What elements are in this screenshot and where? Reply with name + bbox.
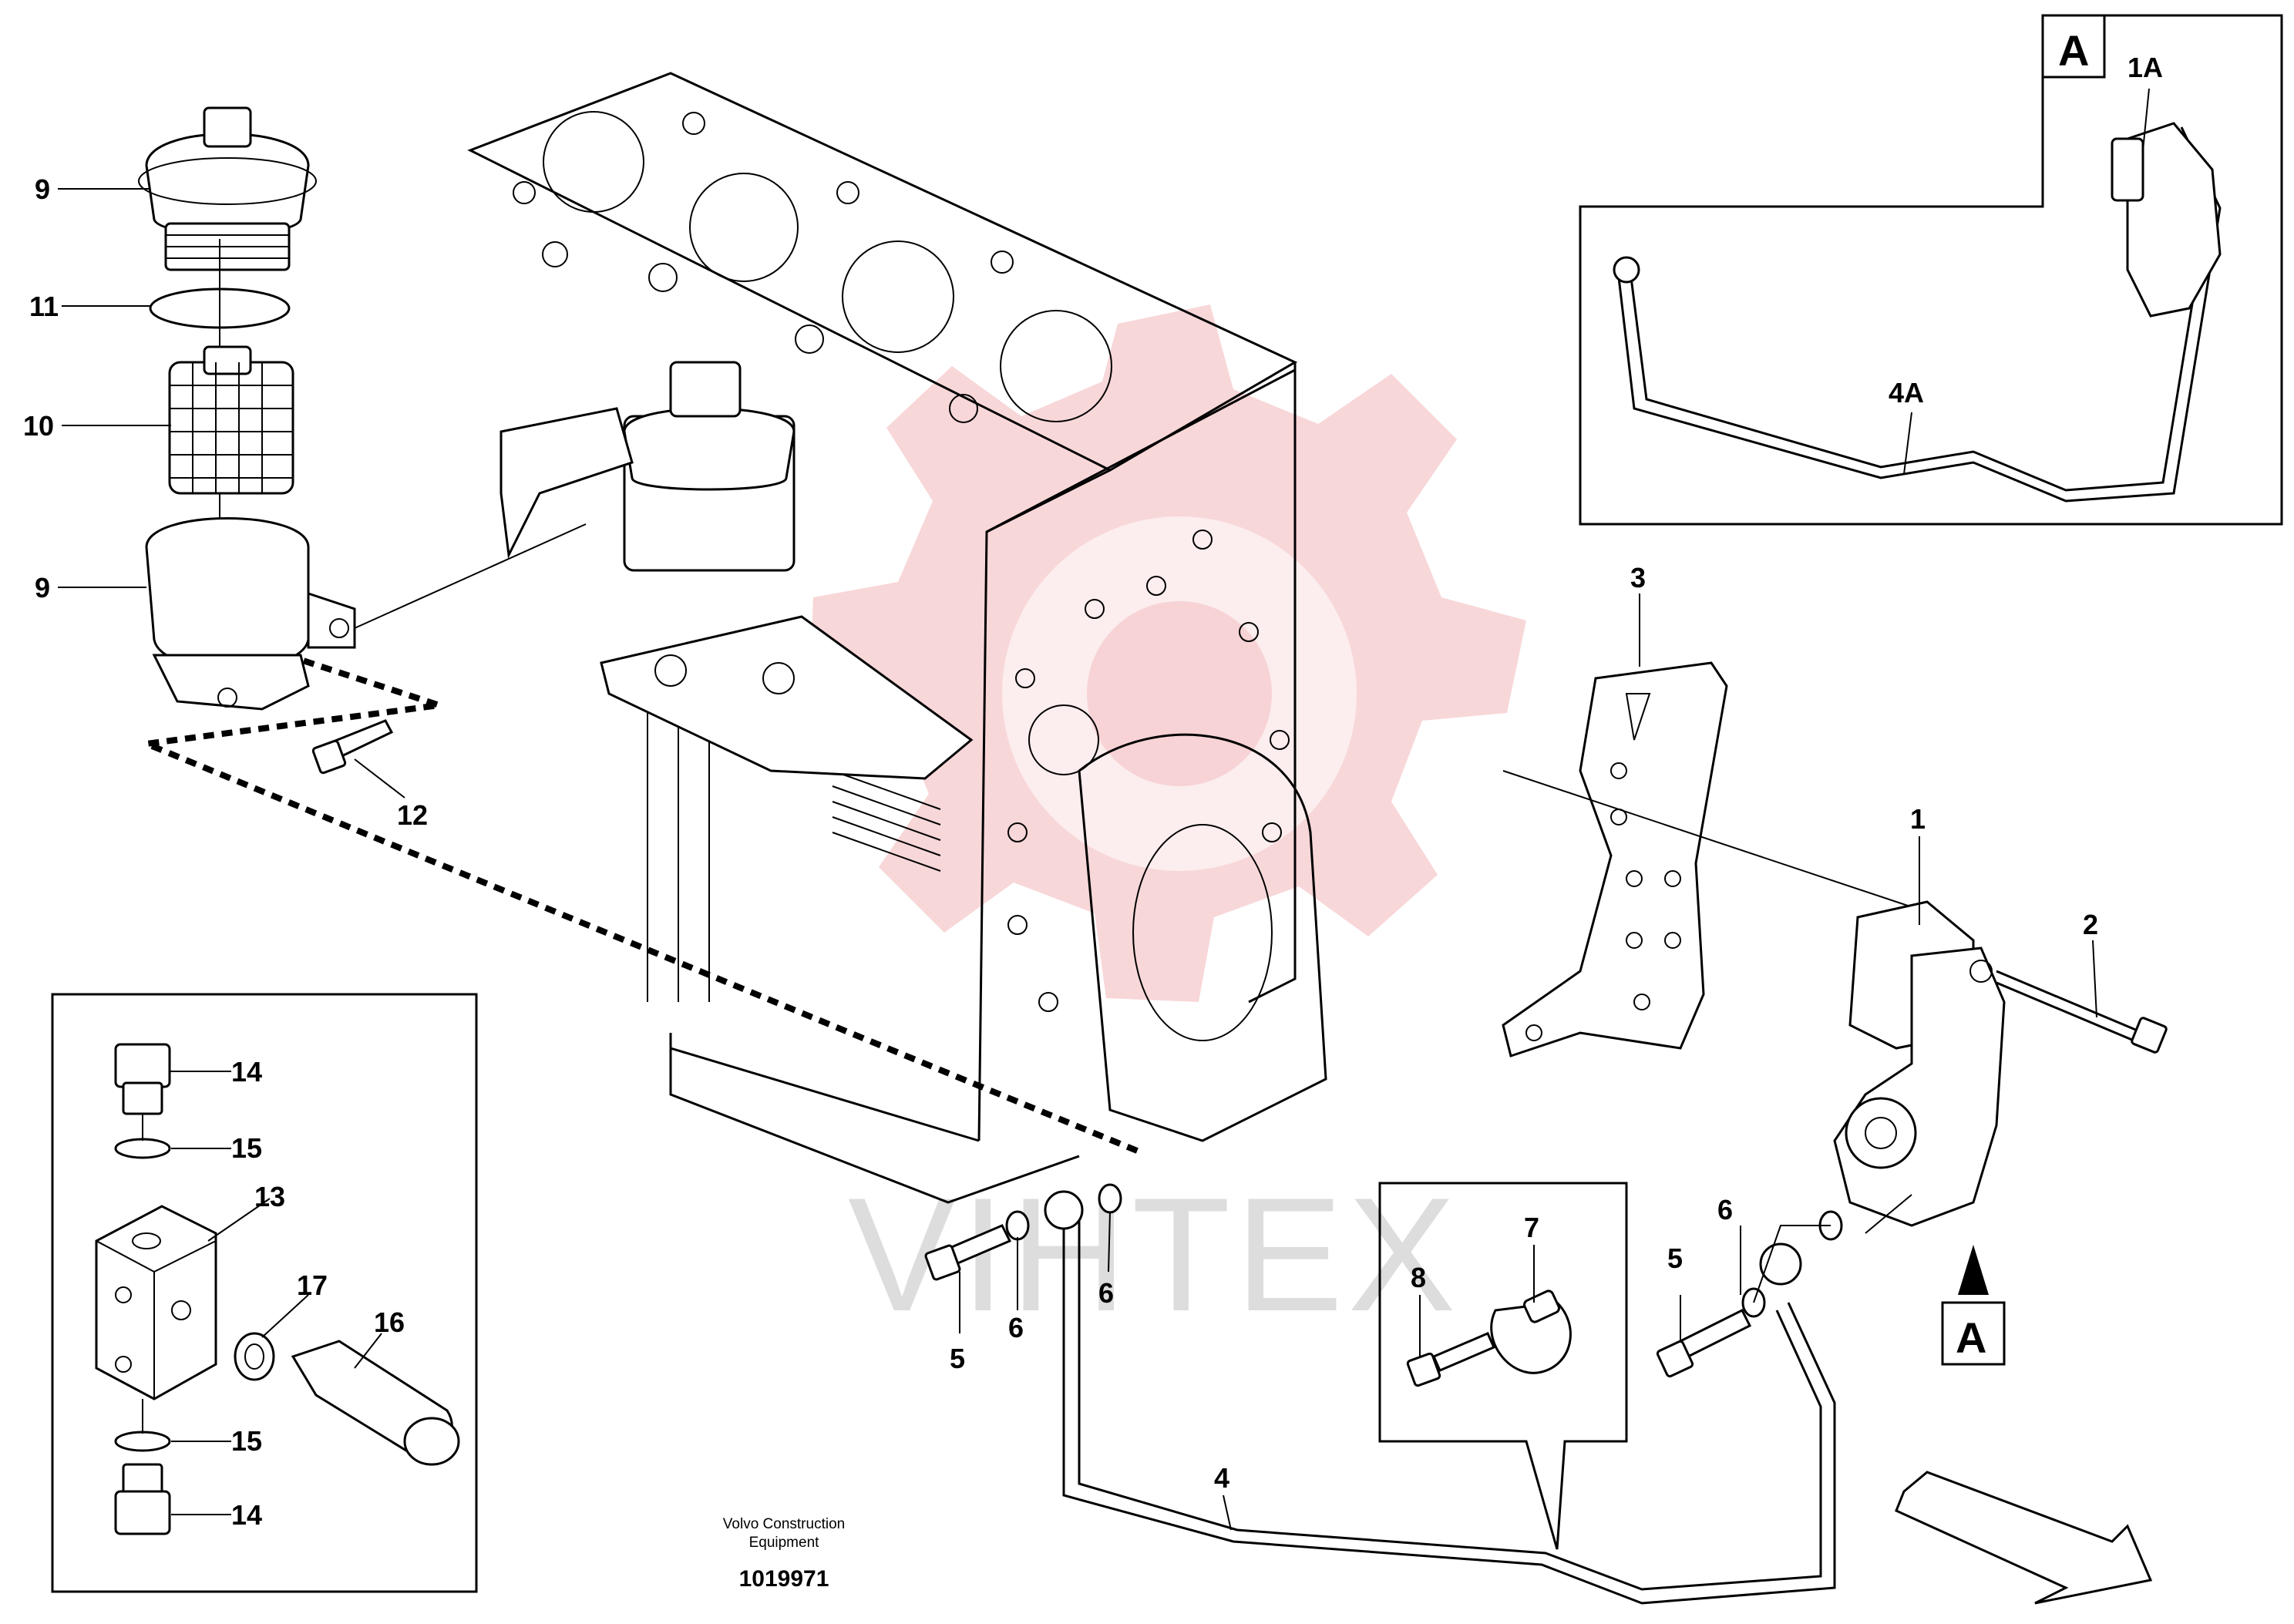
callout-16: 16 [374,1306,405,1338]
callout-7: 7 [1524,1212,1539,1243]
callout-4a: 4A [1889,377,1924,409]
callout-13: 13 [254,1181,285,1212]
callout-15-top: 15 [231,1132,262,1164]
oil-filter-assembly-installed [500,361,974,780]
leader-lines [58,88,2150,1531]
callout-10: 10 [23,410,54,442]
callout-6-left: 6 [1008,1312,1024,1343]
watermark-gear-logo [809,304,1526,1002]
filter-housing-bowl [145,517,356,711]
brand-line-1: Volvo Construction [723,1516,845,1532]
sensor-unit [1833,900,2006,1227]
pipe [1044,1190,1836,1605]
callout-11: 11 [29,291,59,322]
callout-9-housing: 9 [35,572,50,604]
callout-17: 17 [297,1269,328,1301]
callout-9-cap: 9 [35,173,50,205]
filter-element [168,345,294,495]
callout-15-bottom: 15 [231,1425,262,1457]
callout-4: 4 [1214,1462,1229,1494]
callout-12: 12 [397,799,428,831]
banjo-bolt-5-left [924,1224,1012,1281]
callout-14-bottom: 14 [231,1499,262,1531]
callout-5-left: 5 [950,1343,965,1374]
view-a-box [1579,14,2283,526]
view-a-box-label: A [2058,26,2089,75]
sensor-adapter-inset [51,993,478,1593]
callout-6-mid: 6 [1098,1277,1114,1309]
engine-block [467,72,1327,1204]
banjo-bolt-5-right [1656,1308,1752,1378]
direction-arrow [1895,1471,2153,1605]
clamp-detail-box [1378,1182,1628,1550]
callout-1a: 1A [2128,52,2163,83]
callout-8: 8 [1411,1262,1426,1293]
bolt-2 [1996,970,2168,1054]
callout-5-right: 5 [1667,1242,1683,1274]
callout-14-top: 14 [231,1056,262,1088]
view-a-marker-label: A [1956,1313,1986,1362]
washer-6 [1005,1210,1030,1241]
callout-2: 2 [2083,909,2098,940]
filter-cap [138,106,317,271]
document-number: 1019971 [739,1566,829,1592]
washer-6 [1098,1183,1122,1214]
brand-line-2: Equipment [749,1535,820,1551]
callout-3: 3 [1630,562,1646,593]
view-a-marker [1941,1245,2006,1366]
callout-1: 1 [1910,803,1926,835]
routing-path-dashed [134,629,1142,1155]
bolt-12 [311,719,394,775]
bracket [1502,661,1728,1057]
callout-6-right: 6 [1717,1194,1733,1226]
